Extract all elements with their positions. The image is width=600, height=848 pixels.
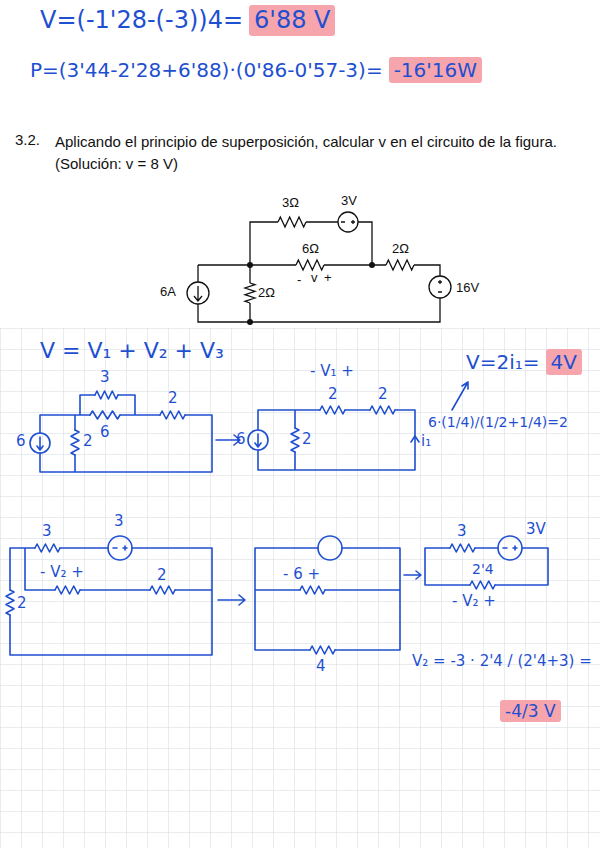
current-arrow: [37, 437, 43, 450]
resistor-sketch: [370, 406, 395, 414]
sketch-wire: [258, 410, 415, 470]
voltage-name: v: [311, 270, 318, 286]
sketch-value: - 6 +: [283, 565, 320, 583]
current-name: i₁: [421, 432, 431, 450]
resistor-sketch: [450, 544, 475, 552]
sketch-value: 3: [457, 522, 467, 540]
voltage-source-sketch: [108, 536, 132, 560]
polarity-mark: [503, 546, 517, 550]
resistor-sketch: [320, 406, 345, 414]
highlighted-result: -16'16W: [389, 57, 482, 83]
highlighted-result: 4V: [546, 349, 582, 375]
current-source-sketch: [248, 430, 268, 450]
grid-paper: [0, 328, 600, 848]
polarity-sign: +: [324, 270, 332, 286]
polarity-mark: [438, 280, 442, 292]
junction-dot: [247, 262, 253, 268]
exercise-number: 3.2.: [15, 131, 40, 149]
voltage-name: - V₁ +: [310, 362, 354, 380]
current-arrow: [411, 436, 419, 442]
sketch-value: 2: [168, 389, 178, 407]
current-arrow: [255, 434, 261, 447]
printed-circuit: [187, 212, 451, 322]
result-value: 4V: [551, 350, 577, 374]
sketch-value: 6: [236, 430, 246, 448]
sketch-value: 6: [100, 423, 110, 441]
handwritten-equation: P=(3'44-2'28+6'88)·(0'86-0'57-3)=: [30, 58, 383, 82]
sketch-value: 2: [328, 385, 338, 403]
resistor-sketch: [6, 590, 14, 615]
sketch-wire: [255, 548, 400, 650]
result-value: -16'16W: [394, 58, 477, 82]
resistor-sketch: [95, 391, 118, 399]
transform-arrow: [218, 595, 245, 605]
handwritten-equation: V₂ = -3 · 2'4 / (2'4+3) =: [412, 652, 592, 670]
resistor-sketch: [35, 544, 60, 552]
resistor-symbol: [245, 283, 255, 303]
resistor-sketch: [160, 411, 185, 419]
voltage-name: - V₂ +: [40, 563, 84, 581]
voltage-source-symbol: [338, 212, 358, 232]
component-value: 6A: [160, 284, 176, 300]
resistor-sketch: [90, 411, 120, 419]
sketch-value: 2: [302, 430, 312, 448]
resistor-sketch: [150, 586, 175, 594]
handwritten-equation: V=2i₁=: [466, 350, 540, 374]
resistor-symbol: [386, 260, 414, 270]
polarity-mark: [113, 546, 127, 550]
component-value: 3Ω: [282, 195, 299, 211]
resistor-sketch: [291, 428, 299, 452]
component-value: 16V: [456, 280, 479, 296]
pointer-arrow: [452, 382, 468, 410]
resistor-sketch: [55, 586, 80, 594]
sketch-wire: [425, 548, 548, 585]
circuit-wire: [198, 222, 440, 322]
resistor-sketch: [300, 586, 325, 594]
handwritten-equation: 6·(1/4)/(1/2+1/4)=2: [428, 414, 593, 431]
junction-dots: [247, 262, 375, 325]
voltage-source-symbol: [429, 276, 451, 298]
voltage-source-sketch: [498, 536, 522, 560]
highlighted-result: 6'88 V: [249, 5, 335, 36]
sketch-value: 2: [378, 385, 388, 403]
resistor-symbol: [296, 260, 324, 270]
junction-dot: [369, 262, 375, 268]
component-value: 3V: [341, 193, 357, 209]
polarity-sign: -: [297, 272, 301, 288]
sketch-value: 3V: [526, 520, 546, 538]
resistor-sketch: [310, 646, 335, 654]
resistor-sketch: [470, 581, 495, 589]
result-value: 6'88 V: [254, 6, 330, 35]
sketch-value: 2: [17, 594, 27, 612]
polarity-mark: [341, 220, 355, 224]
component-value: 6Ω: [302, 241, 319, 257]
resistor-symbol: [278, 217, 306, 227]
sketch-value: 2: [157, 566, 167, 584]
result-value: -4/3 V: [505, 701, 556, 721]
sketch-value: 3: [100, 368, 110, 386]
sketch-value: 3: [42, 522, 52, 540]
voltage-name: - V₂ +: [452, 592, 496, 610]
sketch-value: 6: [16, 432, 26, 450]
handwritten-equation: V = V₁ + V₂ + V₃: [40, 338, 224, 364]
sketch-wire: [40, 395, 212, 472]
junction-dot: [247, 319, 253, 325]
voltage-source-sketch: [318, 536, 342, 560]
sketch-wire: [10, 548, 212, 655]
handwritten-equation: V=(-1'28-(-3))4=: [40, 6, 243, 35]
sketch-value: 4: [316, 657, 326, 675]
component-value: 2Ω: [258, 285, 275, 301]
resistor-sketch: [71, 430, 79, 455]
component-value: 2Ω: [392, 241, 409, 257]
exercise-statement: Aplicando el principio de superposición,…: [55, 131, 585, 175]
sketch-value: 2: [83, 432, 93, 450]
current-arrow: [194, 286, 202, 301]
current-source-symbol: [187, 282, 209, 304]
highlighted-result: -4/3 V: [500, 700, 561, 722]
sketch-value: 3: [114, 512, 124, 530]
current-source-sketch: [30, 433, 50, 453]
sketch-value: 2'4: [472, 561, 494, 578]
transform-arrow: [404, 571, 421, 579]
